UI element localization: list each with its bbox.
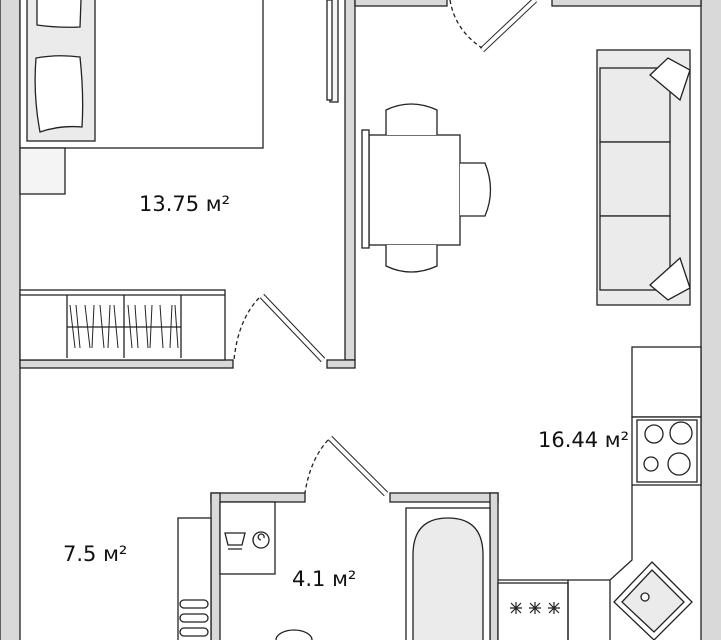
room-area-hallway: 7.5 м² — [63, 542, 128, 566]
room-area-living-kitchen: 16.44 м² — [538, 428, 630, 452]
room-area-bedroom: 13.75 м² — [139, 192, 231, 216]
room-area-bathroom: 4.1 м² — [292, 567, 357, 591]
doors — [233, 0, 538, 497]
sofa — [596, 49, 691, 306]
bathroom-fixtures — [177, 501, 491, 640]
freezer-icon — [510, 602, 560, 614]
wardrobe — [19, 289, 226, 361]
dining-table — [361, 103, 492, 273]
bed — [19, 0, 264, 195]
kitchen-counter — [497, 346, 702, 640]
